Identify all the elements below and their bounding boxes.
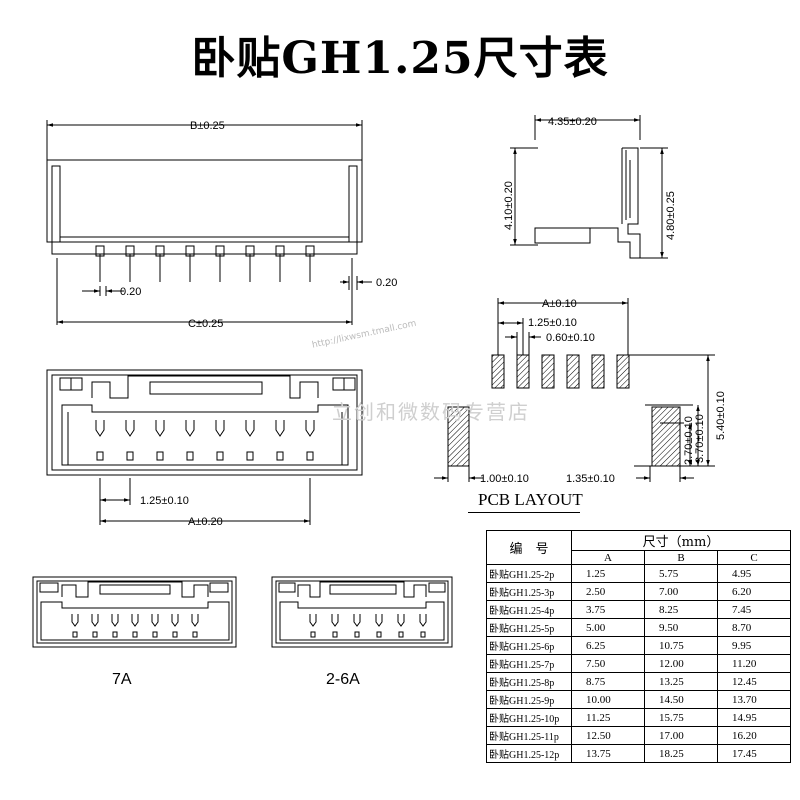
row-c: 6.20 <box>717 582 791 601</box>
pcb-layout-title: PCB LAYOUT <box>478 490 583 509</box>
variant-2-6a-label: 2-6A <box>326 671 360 688</box>
row-a: 13.75 <box>571 744 645 763</box>
row-name: 卧贴GH1.25-4p <box>486 600 572 619</box>
dim-pcb-pitch: 1.25±0.10 <box>528 317 577 329</box>
table-row: 卧贴GH1.25-12p 13.75 18.25 17.45 <box>486 744 791 763</box>
dim-pin: 0.20 <box>120 286 141 298</box>
row-c: 12.45 <box>717 672 791 691</box>
table-row: 卧贴GH1.25-3p 2.50 7.00 6.20 <box>486 582 791 601</box>
size-table-header-a: A <box>571 550 645 565</box>
table-row: 卧贴GH1.25-5p 5.00 9.50 8.70 <box>486 618 791 637</box>
row-b: 10.75 <box>644 636 718 655</box>
variant-7a-label: 7A <box>112 671 132 688</box>
row-a: 1.25 <box>571 564 645 583</box>
table-row: 卧贴GH1.25-11p 12.50 17.00 16.20 <box>486 726 791 745</box>
dim-c: C±0.25 <box>188 318 223 330</box>
row-name: 卧贴GH1.25-3p <box>486 582 572 601</box>
table-row: 卧贴GH1.25-7p 7.50 12.00 11.20 <box>486 654 791 673</box>
row-b: 18.25 <box>644 744 718 763</box>
row-b: 12.00 <box>644 654 718 673</box>
dim-pcb-left-pad: 1.00±0.10 <box>480 473 529 485</box>
row-b: 5.75 <box>644 564 718 583</box>
variant-2-6a-drawing <box>271 576 453 648</box>
row-name: 卧贴GH1.25-8p <box>486 672 572 691</box>
table-row: 卧贴GH1.25-10p 11.25 15.75 14.95 <box>486 708 791 727</box>
dim-b: B±0.25 <box>190 120 225 132</box>
row-b: 8.25 <box>644 600 718 619</box>
dim-pcb-a: A±0.10 <box>542 298 577 310</box>
row-c: 4.95 <box>717 564 791 583</box>
row-c: 17.45 <box>717 744 791 763</box>
pcb-pads <box>447 354 681 467</box>
size-table-header-b: B <box>644 550 718 565</box>
row-a: 6.25 <box>571 636 645 655</box>
row-c: 9.95 <box>717 636 791 655</box>
dim-end-width: 4.35±0.20 <box>548 116 597 128</box>
table-row: 卧贴GH1.25-9p 10.00 14.50 13.70 <box>486 690 791 709</box>
row-name: 卧贴GH1.25-9p <box>486 690 572 709</box>
table-row: 卧贴GH1.25-8p 8.75 13.25 12.45 <box>486 672 791 691</box>
row-a: 3.75 <box>571 600 645 619</box>
page-title: 卧贴GH1.25尺寸表 <box>191 33 609 84</box>
row-name: 卧贴GH1.25-2p <box>486 564 572 583</box>
dim-pitch: 1.25±0.10 <box>140 495 189 507</box>
row-b: 7.00 <box>644 582 718 601</box>
row-c: 7.45 <box>717 600 791 619</box>
row-b: 13.25 <box>644 672 718 691</box>
table-row: 卧贴GH1.25-6p 6.25 10.75 9.95 <box>486 636 791 655</box>
side-view <box>46 120 372 325</box>
row-name: 卧贴GH1.25-11p <box>486 726 572 745</box>
row-name: 卧贴GH1.25-12p <box>486 744 572 763</box>
dim-a: A±0.20 <box>188 516 223 528</box>
end-view-foot <box>534 227 591 244</box>
row-a: 7.50 <box>571 654 645 673</box>
dim-pcb-h3: 5.40±0.10 <box>715 391 727 440</box>
row-a: 10.00 <box>571 690 645 709</box>
row-c: 13.70 <box>717 690 791 709</box>
row-a: 8.75 <box>571 672 645 691</box>
row-b: 14.50 <box>644 690 718 709</box>
row-a: 5.00 <box>571 618 645 637</box>
row-a: 2.50 <box>571 582 645 601</box>
watermark-store: 立创和微数码专营店 <box>332 400 530 424</box>
row-a: 11.25 <box>571 708 645 727</box>
row-c: 14.95 <box>717 708 791 727</box>
row-name: 卧贴GH1.25-5p <box>486 618 572 637</box>
dim-pcb-right-pad: 1.35±0.10 <box>566 473 615 485</box>
row-b: 15.75 <box>644 708 718 727</box>
dim-edge: 0.20 <box>376 277 397 289</box>
dim-pcb-pad-width: 0.60±0.10 <box>546 332 595 344</box>
row-c: 16.20 <box>717 726 791 745</box>
size-table-header-size: 尺寸（mm） <box>571 530 791 551</box>
row-a: 12.50 <box>571 726 645 745</box>
row-b: 17.00 <box>644 726 718 745</box>
row-c: 8.70 <box>717 618 791 637</box>
end-view <box>510 115 668 259</box>
size-table: 编 号 尺寸（mm） A B C 卧贴GH1.25-2p 1.25 5.75 4… <box>486 530 791 763</box>
table-row: 卧贴GH1.25-4p 3.75 8.25 7.45 <box>486 600 791 619</box>
variant-7a-drawing <box>32 576 237 648</box>
top-view <box>46 369 363 525</box>
table-row: 卧贴GH1.25-2p 1.25 5.75 4.95 <box>486 564 791 583</box>
pcb-layout-underline <box>468 512 580 513</box>
row-name: 卧贴GH1.25-7p <box>486 654 572 673</box>
dim-end-height-right: 4.80±0.25 <box>665 191 677 240</box>
size-table-header-c: C <box>717 550 791 565</box>
side-view-pins <box>95 245 315 282</box>
row-name: 卧贴GH1.25-6p <box>486 636 572 655</box>
dim-pcb-h2: 3.70±0.10 <box>694 414 706 463</box>
row-b: 9.50 <box>644 618 718 637</box>
dim-pcb-h1: 2.70±0.10 <box>683 416 695 465</box>
row-name: 卧贴GH1.25-10p <box>486 708 572 727</box>
dim-end-height-left: 4.10±0.20 <box>503 181 515 230</box>
top-view-contacts <box>95 420 315 461</box>
size-table-header-name: 编 号 <box>486 530 572 565</box>
row-c: 11.20 <box>717 654 791 673</box>
